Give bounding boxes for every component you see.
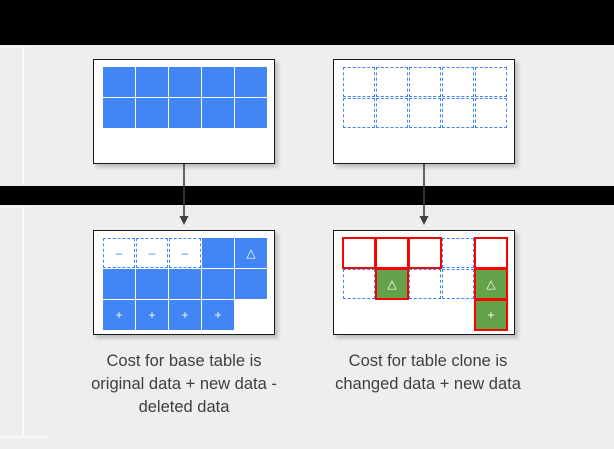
cell-glyph: – xyxy=(148,246,156,260)
cell-glyph: + xyxy=(487,308,495,322)
base-table-after-changes: – – – △ + + + + xyxy=(93,230,275,335)
table-cell-r3-c1 xyxy=(343,300,375,330)
cell-glyph: + xyxy=(115,308,123,322)
middle-black-bar xyxy=(0,186,614,205)
table-cell-r2-c5: △ xyxy=(474,268,508,300)
table-cell-r2-c1 xyxy=(343,98,375,128)
table-cell-r1-c1 xyxy=(103,67,135,97)
cell-glyph: △ xyxy=(486,277,496,291)
table-cell-r2-c2: △ xyxy=(375,268,409,300)
table-cell-r1-c4 xyxy=(202,67,234,97)
lower-panel-left-rail xyxy=(22,208,24,436)
base-table-initial xyxy=(93,59,275,164)
base-table-caption: Cost for base table is original data + n… xyxy=(91,352,277,416)
table-cell-r3-c1: + xyxy=(103,300,135,330)
table-cell-r1-c5 xyxy=(475,67,507,97)
base-table-flow-arrow xyxy=(179,164,189,225)
table-cell-r2-c5 xyxy=(475,98,507,128)
table-cell-r3-c5: + xyxy=(474,299,508,331)
table-cell-r2-c3 xyxy=(169,98,201,128)
table-cell-r1-c1 xyxy=(343,67,375,97)
cell-grid: – – – △ + + + + xyxy=(103,238,267,330)
top-black-bar xyxy=(0,0,614,45)
table-cell-r1-c2 xyxy=(375,237,409,269)
table-cell-r3-c2 xyxy=(376,300,408,330)
table-clone-initial xyxy=(333,59,515,164)
upper-panel-left-rail xyxy=(22,48,24,184)
table-cell-r2-c4 xyxy=(442,269,474,299)
cell-glyph: △ xyxy=(246,246,256,260)
table-cell-r1-c2 xyxy=(376,67,408,97)
table-cell-r2-c5 xyxy=(235,98,267,128)
upper-panel-top-rail xyxy=(0,46,30,48)
cell-glyph: + xyxy=(148,308,156,322)
table-cell-r1-c2 xyxy=(136,67,168,97)
table-cell-r2-c4 xyxy=(202,98,234,128)
table-cell-r2-c2 xyxy=(136,269,168,299)
table-cell-r1-c4 xyxy=(442,238,474,268)
table-cell-r1-c3 xyxy=(169,67,201,97)
table-cell-r1-c4 xyxy=(442,67,474,97)
table-cell-r3-c5 xyxy=(235,300,267,330)
table-clone-after-changes: △ △ + xyxy=(333,230,515,335)
table-clone-caption: Cost for table clone is changed data + n… xyxy=(335,352,521,393)
table-cell-r3-c3: + xyxy=(169,300,201,330)
cell-grid: △ △ + xyxy=(342,237,508,331)
table-cell-r2-c1 xyxy=(343,269,375,299)
table-cell-r1-c3 xyxy=(408,237,442,269)
cell-glyph: – xyxy=(181,246,189,260)
table-cell-r2-c4 xyxy=(442,98,474,128)
table-cell-r1-c2: – xyxy=(136,238,168,268)
table-cell-r2-c2 xyxy=(376,98,408,128)
table-clone-flow-arrow xyxy=(419,164,429,225)
table-cell-r2-c4 xyxy=(202,269,234,299)
table-cell-r2-c1 xyxy=(103,269,135,299)
table-cell-r3-c3 xyxy=(409,300,441,330)
table-cell-r2-c2 xyxy=(136,98,168,128)
table-cell-r3-c2: + xyxy=(136,300,168,330)
table-cell-r1-c5 xyxy=(235,67,267,97)
lower-panel-bottom-rail xyxy=(0,436,48,438)
cell-glyph: + xyxy=(214,308,222,322)
table-cell-r2-c3 xyxy=(169,269,201,299)
table-cell-r1-c3 xyxy=(409,67,441,97)
table-cell-r1-c1: – xyxy=(103,238,135,268)
table-cell-r1-c4 xyxy=(202,238,234,268)
table-cell-r1-c5: △ xyxy=(235,238,267,268)
table-cell-r2-c3 xyxy=(409,98,441,128)
table-cell-r2-c5 xyxy=(235,269,267,299)
table-cell-r2-c3 xyxy=(409,269,441,299)
table-cell-r1-c5 xyxy=(474,237,508,269)
lower-panel-top-rail xyxy=(0,206,30,208)
cell-grid xyxy=(103,67,267,128)
table-cell-r1-c3: – xyxy=(169,238,201,268)
table-cell-r2-c1 xyxy=(103,98,135,128)
cell-glyph: + xyxy=(181,308,189,322)
bottom-panel-strip xyxy=(0,437,614,449)
table-cell-r1-c1 xyxy=(342,237,376,269)
table-cell-r3-c4: + xyxy=(202,300,234,330)
cell-glyph: △ xyxy=(387,277,397,291)
cell-glyph: – xyxy=(115,246,123,260)
table-cell-r3-c4 xyxy=(442,300,474,330)
cell-grid xyxy=(343,67,507,128)
